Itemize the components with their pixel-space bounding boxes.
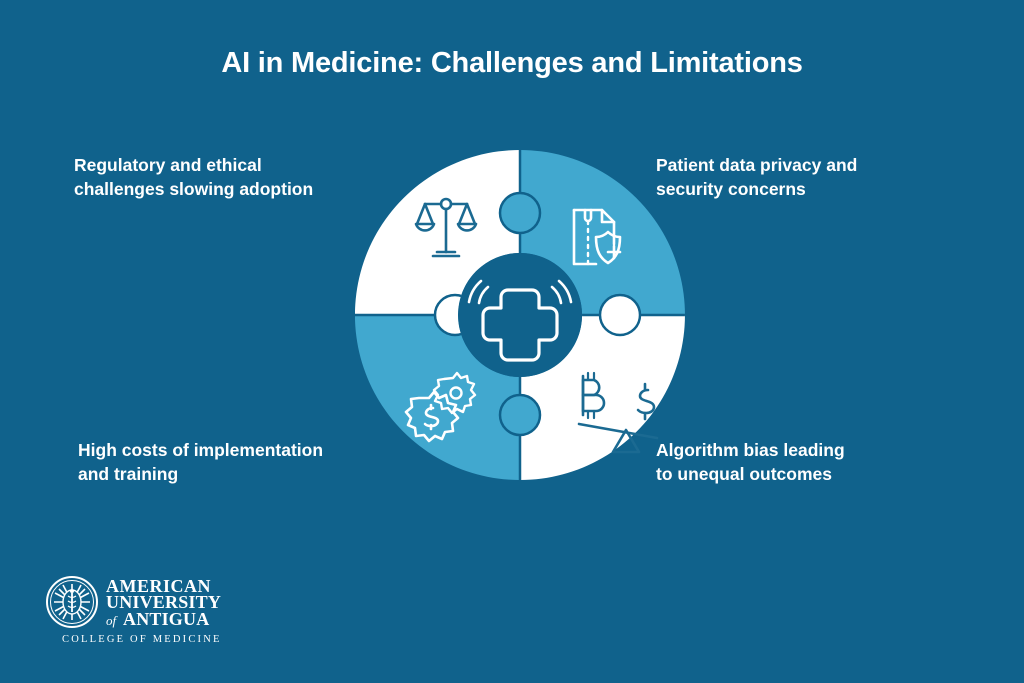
puzzle-wheel-diagram: [355, 150, 685, 480]
logo-line-2: UNIVERSITY: [106, 592, 221, 612]
secure-document-shield-icon: [572, 208, 622, 266]
callout-top-left-line2: challenges slowing adoption: [74, 179, 314, 200]
callout-bottom-left-line1: High costs of implementation: [78, 440, 324, 460]
callout-top-right-line1: Patient data privacy and: [656, 155, 858, 175]
callout-bottom-left-line2: and training: [78, 464, 179, 485]
callout-label-top-left: Regulatory and ethical challenges slowin…: [74, 153, 384, 201]
center-hub: [458, 253, 582, 377]
callout-label-top-right: Patient data privacy and security concer…: [656, 153, 976, 201]
logo-line-3-prefix: of: [106, 613, 119, 628]
university-logo: AMERICAN UNIVERSITY of ANTIGUA COLLEGE O…: [44, 572, 234, 650]
callout-bottom-right-line2: to unequal outcomes: [656, 464, 832, 485]
medical-cross-signal-icon: [467, 279, 573, 362]
callout-label-bottom-left: High costs of implementation and trainin…: [78, 438, 396, 486]
balance-scales-icon: [414, 197, 478, 258]
logo-tagline: COLLEGE OF MEDICINE: [62, 634, 222, 645]
page-title: AI in Medicine: Challenges and Limitatio…: [221, 47, 803, 79]
callout-label-bottom-right: Algorithm bias leading to unequal outcom…: [656, 438, 976, 486]
logo-line-1: AMERICAN: [106, 576, 211, 596]
university-seal-icon: [46, 576, 98, 628]
callout-bottom-right-line1: Algorithm bias leading: [656, 440, 845, 460]
callout-top-right-line2: security concerns: [656, 179, 806, 200]
callout-top-left-line1: Regulatory and ethical: [74, 155, 262, 175]
logo-line-3: ANTIGUA: [123, 609, 209, 629]
unbalanced-seesaw-icon: [577, 371, 659, 454]
cost-gears-dollar-icon: [404, 371, 477, 443]
